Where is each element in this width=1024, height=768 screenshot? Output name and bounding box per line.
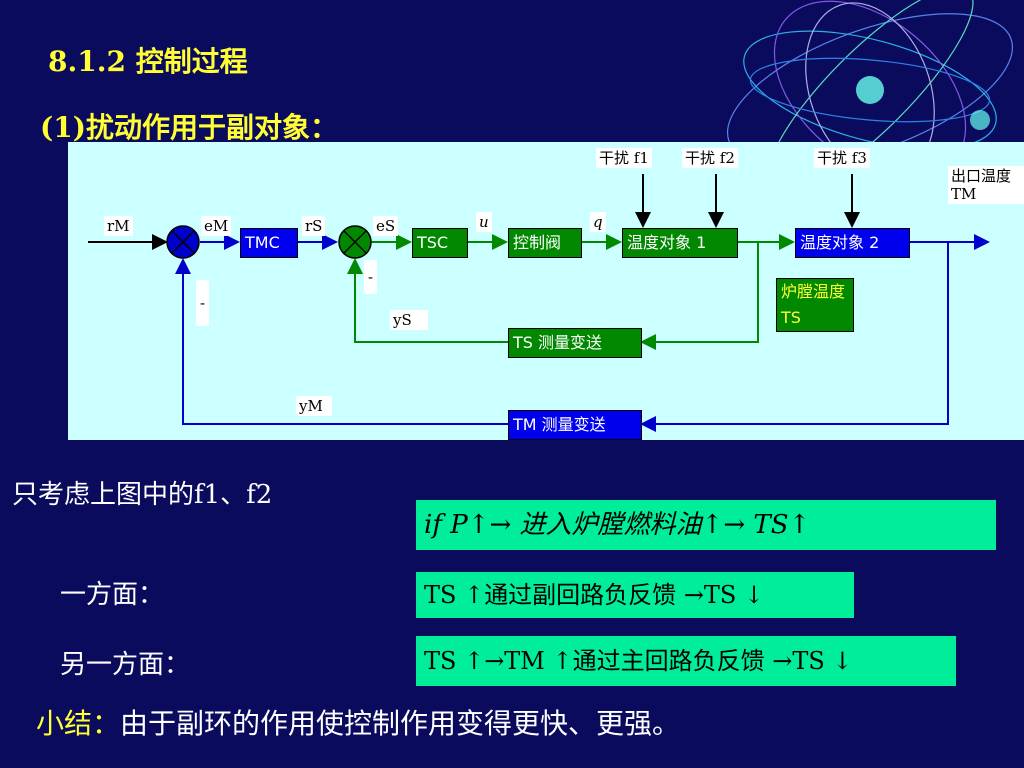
u-label: u xyxy=(476,212,492,232)
decorative-swirl-graphic xyxy=(726,0,1014,160)
yS-label: yS xyxy=(390,310,428,330)
temp-object-1-block: 温度对象 1 xyxy=(622,228,738,258)
one-side-formula-box: TS ↑通过副回路负反馈 →TS ↓ xyxy=(416,572,854,618)
summary-label: 小结： xyxy=(36,707,121,740)
if-formula-box: if P↑→ 进入炉膛燃料油↑→ TS↑ xyxy=(416,500,996,550)
summary-text: 由于副环的作用使控制作用变得更快、更强。 xyxy=(120,707,681,740)
minus-sign-main: - xyxy=(196,280,210,326)
TSC-controller-block: TSC xyxy=(412,228,468,258)
temp-object-2-block: 温度对象 2 xyxy=(795,228,910,258)
TMC-controller-block: TMC xyxy=(240,228,298,258)
section-subtitle: (1)扰动作用于副对象： xyxy=(40,111,338,144)
page-title: 8.1.2 控制过程 xyxy=(48,45,248,78)
rS-label: rS xyxy=(302,216,326,236)
eS-label: eS xyxy=(373,216,399,236)
control-valve-block: 控制阀 xyxy=(508,228,582,258)
disturbance-f3-label: 干扰 f3 xyxy=(814,148,870,168)
rM-label: rM xyxy=(104,216,133,236)
other-side-label: 另一方面： xyxy=(60,650,191,680)
disturbance-f2-label: 干扰 f2 xyxy=(682,148,738,168)
tm-measurement-block: TM 测量变送 xyxy=(508,410,642,440)
summary-line: 小结：由于副环的作用使控制作用变得更快、更强。 xyxy=(36,702,680,742)
one-side-label: 一方面： xyxy=(60,580,165,610)
disturbance-f1-label: 干扰 f1 xyxy=(596,148,652,168)
ts-measurement-block: TS 测量变送 xyxy=(508,328,642,358)
outlet-temp-label: 出口温度 TM xyxy=(948,166,1024,204)
summing-junction-secondary xyxy=(338,225,372,259)
q-label: q xyxy=(590,212,606,232)
control-block-diagram: 干扰 f1 干扰 f2 干扰 f3 出口温度 TM rM eM rS eS u … xyxy=(68,142,1024,440)
furnace-temp-label: 炉膛温度 TS xyxy=(776,278,854,332)
summing-junction-main xyxy=(166,225,200,259)
consider-statement: 只考虑上图中的f1、f2 xyxy=(12,480,273,510)
diagram-connection-lines xyxy=(88,174,990,432)
eM-label: eM xyxy=(201,216,232,236)
yM-label: yM xyxy=(296,396,332,416)
other-side-formula-box: TS ↑→TM ↑通过主回路负反馈 →TS ↓ xyxy=(416,636,956,686)
minus-sign-secondary: - xyxy=(364,260,378,294)
